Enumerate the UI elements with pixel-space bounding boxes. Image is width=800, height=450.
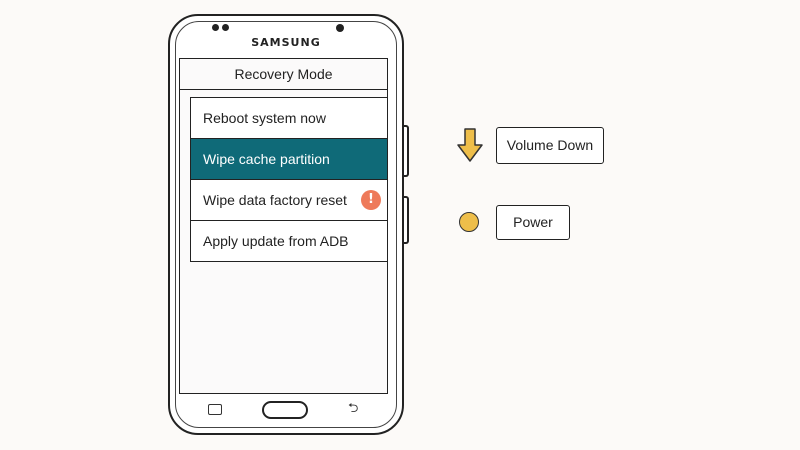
menu-item-label: Wipe cache partition — [203, 151, 330, 167]
home-button[interactable] — [262, 401, 308, 419]
menu-item-label: Apply update from ADB — [203, 233, 349, 249]
sensor-dots — [212, 22, 229, 34]
nav-bar: ⮌ — [170, 399, 402, 423]
menu-item-wipe-cache[interactable]: Wipe cache partition — [191, 139, 387, 180]
brand-logo: SAMSUNG — [251, 36, 321, 49]
exclamation-icon: ! — [361, 190, 381, 210]
power-side-button[interactable] — [402, 196, 409, 244]
phone-bezel — [175, 21, 397, 428]
front-camera-icon — [336, 24, 344, 32]
menu-item-wipe-data[interactable]: Wipe data factory reset ! — [191, 180, 387, 221]
volume-side-button[interactable] — [402, 125, 409, 177]
volume-down-label: Volume Down — [496, 127, 604, 164]
recovery-menu: Reboot system now Wipe cache partition W… — [190, 97, 388, 262]
sensor-dot — [212, 24, 219, 31]
phone: SAMSUNG Recovery Mode Reboot system now … — [168, 14, 404, 435]
menu-item-label: Reboot system now — [203, 110, 326, 126]
sensor-dot — [222, 24, 229, 31]
screen: Recovery Mode Reboot system now Wipe cac… — [179, 58, 388, 394]
recents-icon[interactable] — [208, 404, 222, 415]
back-icon[interactable]: ⮌ — [348, 401, 359, 416]
circle-icon — [459, 212, 479, 232]
screen-title: Recovery Mode — [180, 59, 387, 90]
menu-item-apply-update[interactable]: Apply update from ADB — [191, 221, 387, 261]
menu-item-reboot[interactable]: Reboot system now — [191, 98, 387, 139]
arrow-down-icon — [457, 128, 483, 162]
power-label: Power — [496, 205, 570, 240]
menu-item-label: Wipe data factory reset — [203, 192, 347, 208]
